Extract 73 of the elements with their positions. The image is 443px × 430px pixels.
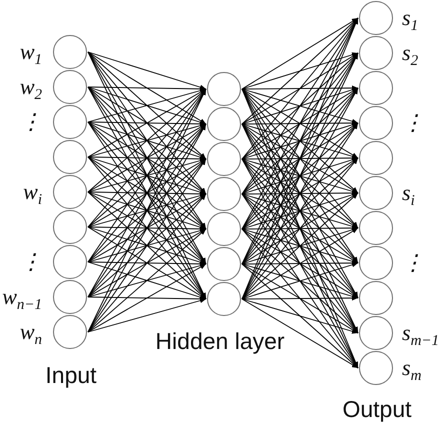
arrow xyxy=(88,52,206,194)
arrow xyxy=(242,52,358,90)
neuron-circle xyxy=(53,280,87,314)
neuron-circle xyxy=(207,282,241,316)
arrow xyxy=(242,52,358,194)
arrow xyxy=(242,298,358,368)
neuron-circle xyxy=(207,142,241,176)
arrow xyxy=(242,86,358,91)
arrow xyxy=(88,264,206,332)
arrow xyxy=(88,228,206,332)
neuron-label: ⋮ xyxy=(20,110,42,134)
neuron-circle xyxy=(53,210,87,244)
arrow xyxy=(242,264,358,334)
neuron-label: s$_{m}$ xyxy=(402,356,422,380)
arrow xyxy=(242,298,358,334)
neuron-label: s$_{1}$ xyxy=(402,6,418,30)
neuron-label: ⋮ xyxy=(402,111,424,135)
neuron-circle xyxy=(207,247,241,281)
neuron-circle xyxy=(359,36,393,70)
arrow xyxy=(242,52,358,160)
neuron-circle xyxy=(53,35,87,69)
neuron-circle xyxy=(359,141,393,175)
neuron-circle xyxy=(53,175,87,209)
neuron-circle xyxy=(53,105,87,139)
neuron-circle xyxy=(207,107,241,141)
arrow xyxy=(242,296,358,301)
arrow xyxy=(242,228,358,368)
layer-label: Output xyxy=(342,396,412,422)
arrow xyxy=(242,228,358,334)
neuron-circle xyxy=(53,245,87,279)
arrow xyxy=(88,298,206,332)
neuron-label: s$_{m−1}$ xyxy=(402,321,440,345)
layer-label: Hidden layer xyxy=(155,328,285,354)
arrow xyxy=(242,264,358,368)
arrow xyxy=(88,52,206,230)
neuron-label: w$_{i}$ xyxy=(23,180,42,204)
neuron-circle xyxy=(53,315,87,349)
neuron-circle xyxy=(53,140,87,174)
arrow xyxy=(242,158,358,334)
arrow xyxy=(242,52,358,230)
neuron-circle xyxy=(359,316,393,350)
neuron-label: s$_{i}$ xyxy=(402,181,415,205)
neuron-circle xyxy=(359,1,393,35)
neuron-circle xyxy=(359,246,393,280)
neuron-label: w$_{n−1}$ xyxy=(2,285,42,309)
neuron-circle xyxy=(359,71,393,105)
arrow xyxy=(242,18,358,160)
arrow xyxy=(88,158,206,332)
arrow xyxy=(242,18,358,124)
arrow xyxy=(242,194,358,368)
neuron-label: w$_{2}$ xyxy=(20,75,42,99)
neuron-label: ⋮ xyxy=(20,250,42,274)
arrow xyxy=(242,18,358,194)
arrow xyxy=(242,52,358,124)
neuron-circle xyxy=(207,212,241,246)
arrow xyxy=(88,52,206,124)
neuron-label: w$_{1}$ xyxy=(20,40,42,64)
neuron-circle xyxy=(359,281,393,315)
neuron-circle xyxy=(207,177,241,211)
arrow xyxy=(88,194,206,332)
neuron-circle xyxy=(359,211,393,245)
neuron-label: w$_{n}$ xyxy=(20,320,42,344)
neuron-circle xyxy=(53,70,87,104)
arrow xyxy=(242,18,358,90)
neuron-circle xyxy=(359,351,393,385)
neuron-label: ⋮ xyxy=(402,251,424,275)
arrow xyxy=(88,52,206,90)
neuron-circle xyxy=(359,176,393,210)
neuron-label: s$_{2}$ xyxy=(402,41,418,65)
layer-label: Input xyxy=(45,362,97,388)
arrow xyxy=(88,52,206,160)
neuron-circle xyxy=(359,106,393,140)
neuron-circle xyxy=(207,72,241,106)
